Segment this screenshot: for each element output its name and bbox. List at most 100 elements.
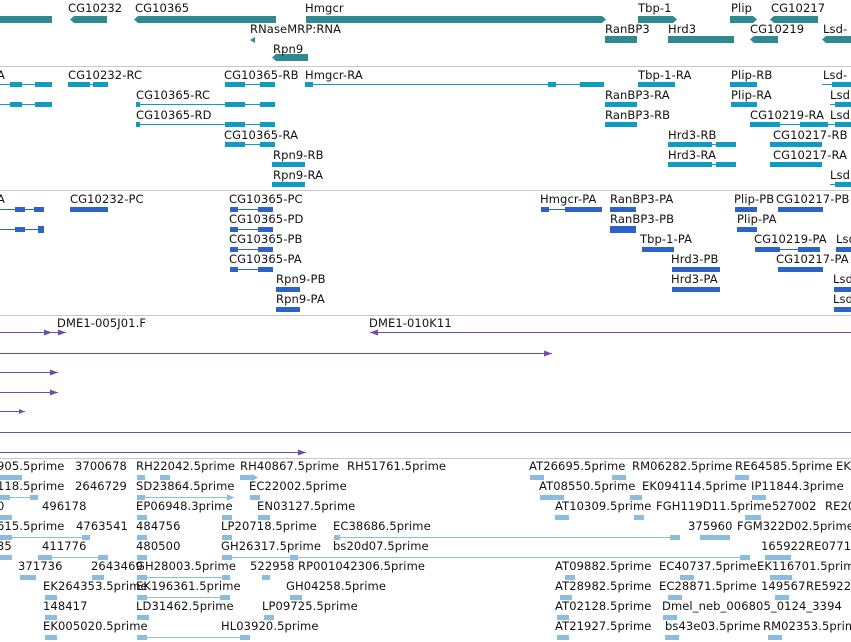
protein-feature[interactable] <box>672 267 720 272</box>
transcript-feature[interactable] <box>770 142 822 147</box>
protein-label[interactable]: CG10365-PA <box>229 252 302 266</box>
est-label[interactable]: AT02128.5prime <box>555 599 652 613</box>
est-feature[interactable] <box>250 495 260 500</box>
transcript-feature[interactable] <box>605 102 637 107</box>
est-label[interactable]: 2646729 <box>75 479 127 493</box>
est-feature[interactable] <box>264 615 274 620</box>
est-label[interactable]: RE5922 <box>806 579 851 593</box>
protein-label[interactable]: Plip-PB <box>734 192 775 206</box>
transcript-label[interactable]: Lsd- <box>823 68 848 82</box>
bac-feature[interactable] <box>0 329 66 336</box>
transcript-feature[interactable] <box>750 122 830 127</box>
est-label[interactable]: RH51761.5prime <box>347 459 447 473</box>
est-feature[interactable] <box>612 475 626 480</box>
protein-feature[interactable] <box>836 247 851 252</box>
est-label[interactable]: EK <box>836 459 851 473</box>
bac-feature[interactable] <box>0 389 58 396</box>
transcript-label[interactable]: CG10365-RA <box>224 128 299 142</box>
transcript-label[interactable]: CG10365-RD <box>136 108 212 122</box>
est-label[interactable]: RM06282.5prime <box>632 459 733 473</box>
est-label[interactable]: FGH119D11.5prime <box>656 499 772 513</box>
protein-feature[interactable] <box>834 307 851 312</box>
est-label[interactable]: 411776 <box>42 539 87 553</box>
transcript-feature[interactable] <box>770 162 822 167</box>
bac-feature[interactable] <box>370 329 851 336</box>
gene-label[interactable]: CG10219 <box>750 22 805 36</box>
est-feature[interactable] <box>0 495 38 500</box>
est-label[interactable]: 905.5prime <box>0 459 65 473</box>
est-feature[interactable] <box>665 635 679 640</box>
transcript-feature[interactable] <box>305 82 604 87</box>
est-label[interactable]: FGM322D02.5prime <box>737 519 851 533</box>
gene-feature[interactable] <box>0 16 52 23</box>
est-feature[interactable] <box>137 515 147 520</box>
est-feature[interactable] <box>262 575 270 580</box>
bac-feature[interactable] <box>0 350 552 357</box>
protein-feature[interactable] <box>642 247 674 252</box>
est-feature[interactable] <box>630 495 642 500</box>
transcript-label[interactable]: CG10217-RB <box>773 128 848 142</box>
protein-feature[interactable] <box>755 247 820 252</box>
est-feature[interactable] <box>770 575 792 580</box>
est-label[interactable]: AT08550.5prime <box>539 479 636 493</box>
est-feature[interactable] <box>137 475 170 480</box>
protein-feature[interactable] <box>735 207 757 212</box>
est-feature[interactable] <box>45 635 57 640</box>
est-label[interactable]: EC22002.5prime <box>249 479 347 493</box>
protein-feature[interactable] <box>230 207 273 212</box>
protein-feature[interactable] <box>610 207 636 212</box>
bac-feature[interactable] <box>0 369 58 376</box>
transcript-label[interactable]: A <box>0 68 5 82</box>
gene-label[interactable]: CG10232 <box>68 1 123 15</box>
transcript-label[interactable]: Plip-RA <box>731 88 772 102</box>
transcript-label[interactable]: RanBP3-RB <box>605 108 671 122</box>
gene-label[interactable]: Tbp-1 <box>638 1 672 15</box>
gene-feature[interactable] <box>134 16 276 23</box>
est-feature[interactable] <box>0 555 12 560</box>
gene-label[interactable]: Lsd- <box>823 22 848 36</box>
est-label[interactable]: 148417 <box>43 599 88 613</box>
est-label[interactable]: EC40737.5prime <box>659 559 757 573</box>
est-feature[interactable] <box>530 475 544 480</box>
protein-feature[interactable] <box>0 226 44 233</box>
protein-label[interactable]: Tbp-1-PA <box>640 232 693 246</box>
est-label[interactable]: LP09725.5prime <box>262 599 358 613</box>
transcript-label[interactable]: Tbp-1-RA <box>638 68 692 82</box>
est-feature[interactable] <box>555 515 569 520</box>
gene-feature[interactable] <box>822 36 851 43</box>
est-feature[interactable] <box>290 595 302 600</box>
est-feature[interactable] <box>137 494 234 501</box>
est-feature[interactable] <box>557 615 569 620</box>
est-label[interactable]: RH40867.5prime <box>240 459 340 473</box>
est-label[interactable]: EN03127.5prime <box>257 499 356 513</box>
est-label[interactable]: AT28982.5prime <box>555 579 652 593</box>
est-label[interactable]: 484756 <box>136 519 181 533</box>
est-label[interactable]: RE20 <box>825 499 851 513</box>
transcript-label[interactable]: Hrd3-RA <box>668 148 717 162</box>
protein-label[interactable]: RanBP3-PB <box>610 212 675 226</box>
est-feature[interactable] <box>565 575 575 580</box>
est-label[interactable]: 527002 <box>772 499 817 513</box>
est-label[interactable]: 375960 <box>688 519 733 533</box>
transcript-feature[interactable] <box>136 102 275 107</box>
transcript-feature[interactable] <box>68 82 108 87</box>
transcript-feature[interactable] <box>830 122 851 127</box>
protein-label[interactable]: CG10217-PB <box>776 192 850 206</box>
est-label[interactable]: 2643469 <box>91 559 143 573</box>
est-label[interactable]: 615.5prime <box>0 519 65 533</box>
est-feature[interactable] <box>45 595 57 600</box>
transcript-feature[interactable] <box>638 82 675 87</box>
est-label[interactable]: EK094114.5prime <box>642 479 747 493</box>
est-feature[interactable] <box>92 575 104 580</box>
bac-label[interactable]: DME1-010K11 <box>369 316 452 330</box>
est-label[interactable]: IP11844.3prime <box>751 479 844 493</box>
transcript-feature[interactable] <box>668 142 736 147</box>
gene-label[interactable]: Hrd3 <box>668 22 697 36</box>
protein-label[interactable]: A <box>0 192 5 206</box>
est-feature[interactable] <box>137 595 230 600</box>
bac-feature[interactable] <box>0 449 306 456</box>
protein-feature[interactable] <box>672 287 720 292</box>
gene-feature[interactable] <box>668 36 734 43</box>
protein-label[interactable]: Lsd <box>833 272 851 286</box>
protein-label[interactable]: RanBP3-PA <box>610 192 674 206</box>
